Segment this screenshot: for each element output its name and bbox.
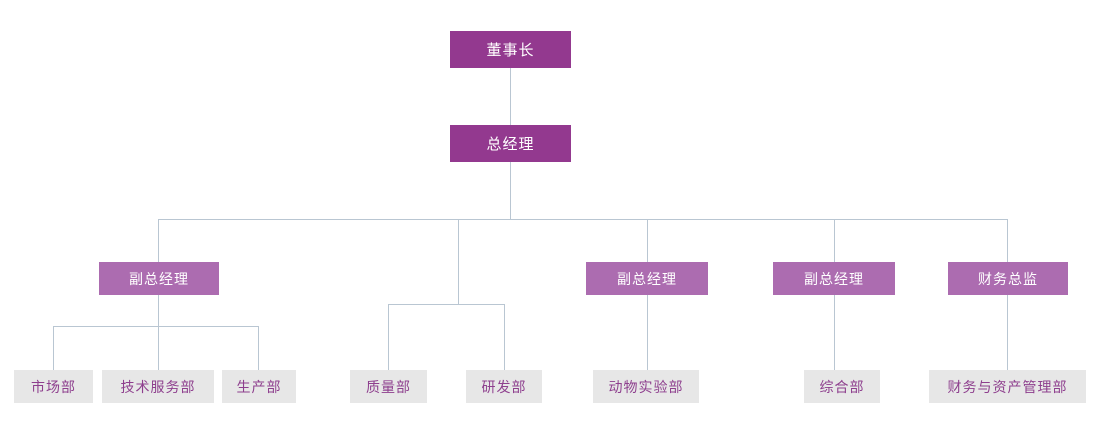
connector-deputy3-to-general-affairs [834,295,835,370]
org-node-deputy-gm-2[interactable]: 副总经理 [586,262,708,295]
connector-deputy1-to-marketing [53,326,54,370]
connector-bus-to-deputy-3 [834,219,835,262]
org-node-dept-tech-service[interactable]: 技术服务部 [102,370,214,403]
connector-deputy1-to-production [258,326,259,370]
org-node-deputy-gm-3[interactable]: 副总经理 [773,262,895,295]
connector-deputy1-bus [53,326,259,327]
connector-bus-to-mid-branch [458,219,459,304]
org-node-dept-animal-lab[interactable]: 动物实验部 [593,370,699,403]
connector-deputy2-to-animal-lab [647,295,648,370]
connector-chairman-to-gm [510,68,511,125]
connector-deputy1-to-tech [158,326,159,370]
connector-bus-to-deputy-1 [158,219,159,262]
connector-gm-drop-to-bus [510,162,511,219]
org-node-dept-general-affairs[interactable]: 综合部 [804,370,880,403]
connector-deputy1-drop [158,295,159,326]
connector-cfo-to-finance-asset [1007,295,1008,370]
org-node-dept-rnd[interactable]: 研发部 [466,370,542,403]
org-node-general-manager[interactable]: 总经理 [450,125,571,162]
org-node-dept-marketing[interactable]: 市场部 [14,370,93,403]
connector-bus-to-cfo [1007,219,1008,262]
org-node-deputy-gm-1[interactable]: 副总经理 [99,262,219,295]
connector-mid-branch-bus [388,304,504,305]
org-node-dept-quality[interactable]: 质量部 [350,370,427,403]
connector-level3-bus [158,219,1008,220]
connector-mid-to-rnd [504,304,505,370]
connector-mid-to-quality [388,304,389,370]
org-node-dept-production[interactable]: 生产部 [222,370,296,403]
org-node-dept-finance-asset[interactable]: 财务与资产管理部 [929,370,1086,403]
org-node-cfo[interactable]: 财务总监 [948,262,1068,295]
org-node-chairman[interactable]: 董事长 [450,31,571,68]
connector-bus-to-deputy-2 [647,219,648,262]
